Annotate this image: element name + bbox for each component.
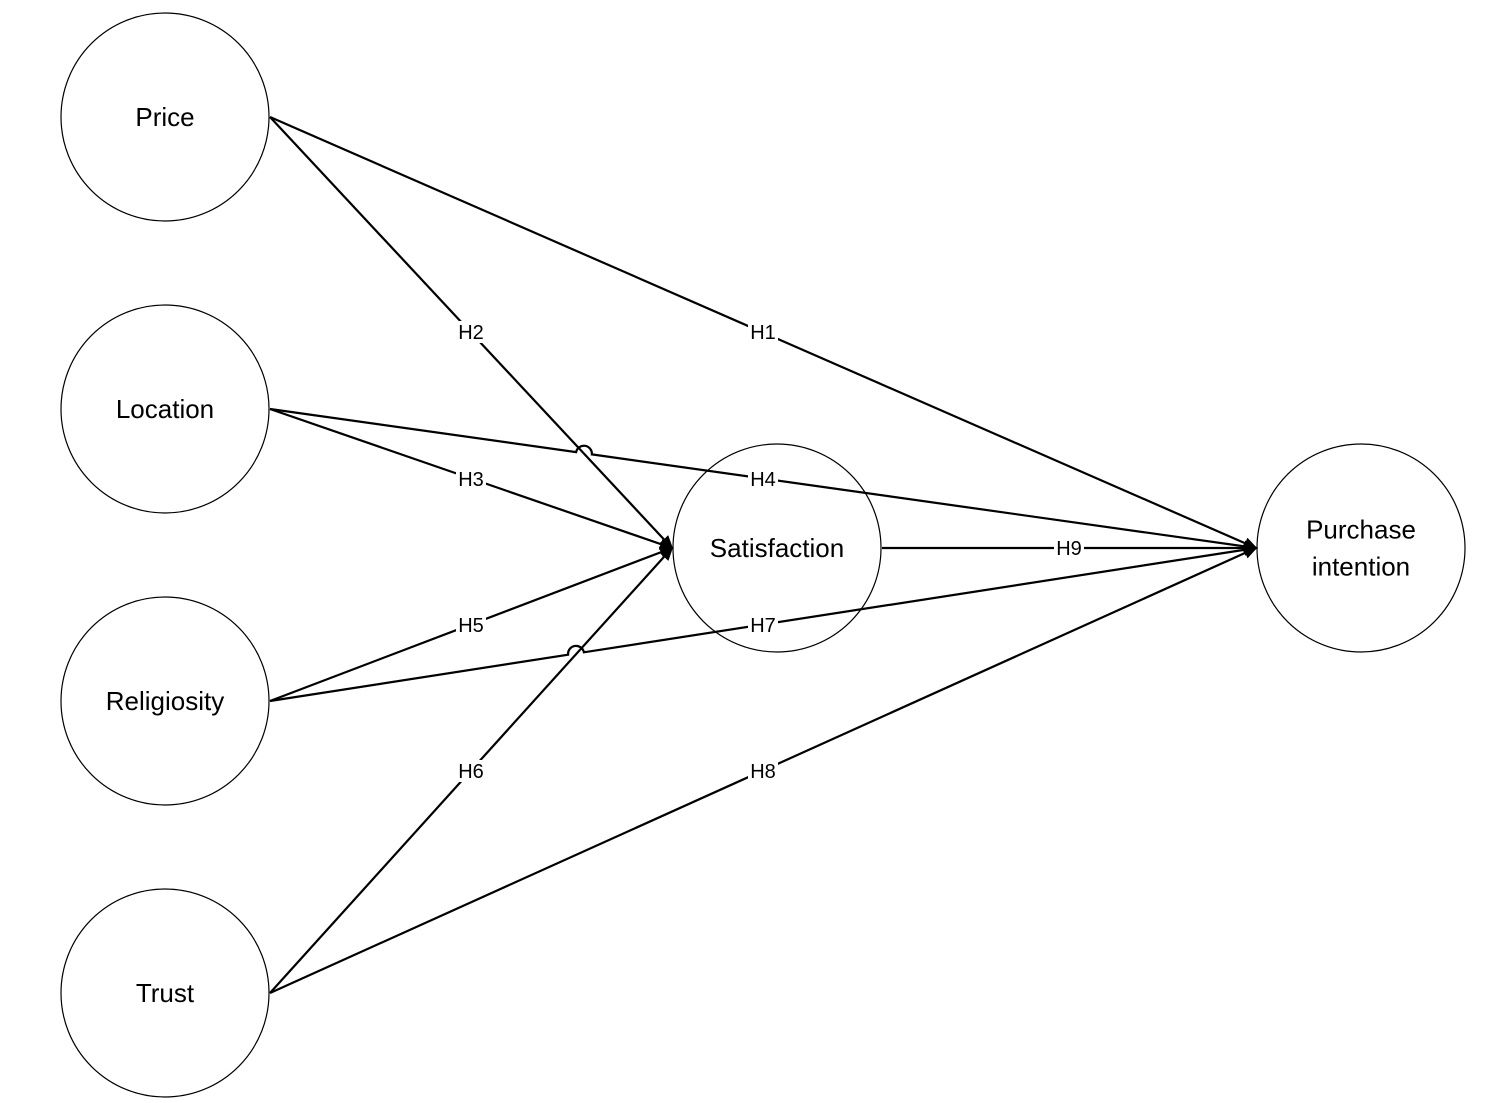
node-label: Satisfaction [710,533,844,563]
edge-label-text: H2 [458,322,484,344]
edge-label-background [456,614,486,636]
node-circle [60,12,270,222]
edge-label-background [456,760,486,782]
node-circle [1256,443,1466,653]
edge-h7 [269,543,1258,703]
edge-label-h9: H9 [1054,537,1084,560]
edge-label-h8: H8 [748,760,778,783]
edge-label-background [748,614,778,636]
edge-label-text: H3 [458,469,484,491]
node-location: Location [60,304,270,514]
edge-label-background [1054,537,1084,559]
edge-label-h6: H6 [456,760,486,783]
node-label: Location [116,394,214,424]
edge-label-h5: H5 [456,614,486,637]
edge-label-background [748,760,778,782]
edge-label-h2: H2 [456,321,486,344]
edge-label-h3: H3 [456,468,486,491]
edge-label-text: H6 [458,761,484,783]
node-circle [60,596,270,806]
node-label: Trust [136,978,195,1008]
edge-label-h1: H1 [748,321,778,344]
edge-label-background [748,321,778,343]
edge-label-text: H4 [750,469,776,491]
edge-label-text: H1 [750,322,776,344]
edge-h4 [269,407,1258,553]
edge-label-background [748,468,778,490]
node-price: Price [60,12,270,222]
node-trust: Trust [60,888,270,1098]
edge-label-text: H8 [750,761,776,783]
node-label: Price [135,102,194,132]
edge-label-text: H7 [750,615,776,637]
node-religiosity: Religiosity [60,596,270,806]
node-circle [60,888,270,1098]
node-circle [60,304,270,514]
edge-label-background [456,321,486,343]
edge-label-h4: H4 [748,468,778,491]
edge-label-text: H5 [458,615,484,637]
edge-label-text: H9 [1056,538,1082,560]
edge-label-h7: H7 [748,614,778,637]
edge-label-background [456,468,486,490]
node-label: Religiosity [106,686,225,716]
